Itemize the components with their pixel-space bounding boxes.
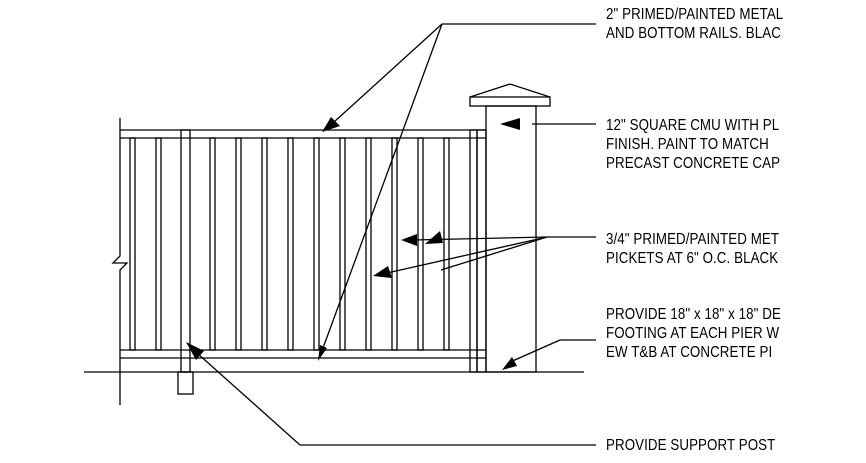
note-line: PICKETS AT 6" O.C. BLACK [606, 250, 779, 267]
note-line: EW T&B AT CONCRETE PI [606, 344, 773, 361]
note-line: PROVIDE SUPPORT POST [606, 437, 776, 454]
note-line: 3/4" PRIMED/PAINTED MET [606, 231, 780, 248]
note-line: PROVIDE 18" x 18" x 18" DE [606, 306, 781, 323]
note-line: FOOTING AT EACH PIER W [606, 325, 780, 342]
note-top-bottom-rails: 2" PRIMED/PAINTED METAL AND BOTTOM RAILS… [606, 5, 783, 43]
arrowheads [186, 117, 520, 370]
cmu-pier [469, 83, 551, 373]
note-line: 2" PRIMED/PAINTED METAL [606, 6, 784, 23]
note-line: PRECAST CONCRETE CAP [606, 155, 781, 172]
top-rail [120, 129, 486, 139]
note-support-post: PROVIDE SUPPORT POST [606, 436, 775, 455]
note-pickets: 3/4" PRIMED/PAINTED MET PICKETS AT 6" O.… [606, 230, 779, 268]
support-post [177, 129, 194, 395]
bottom-rail [120, 349, 486, 359]
leader-lines [300, 23, 596, 446]
note-line: AND BOTTOM RAILS. BLAC [606, 25, 781, 42]
note-cmu-pier: 12" SQUARE CMU WITH PL FINISH. PAINT TO … [606, 116, 780, 173]
pickets [129, 137, 450, 351]
break-line [111, 118, 129, 405]
note-footing: PROVIDE 18" x 18" x 18" DE FOOTING AT EA… [606, 305, 781, 362]
note-line: FINISH. PAINT TO MATCH [606, 136, 769, 153]
note-line: 12" SQUARE CMU WITH PL [606, 117, 780, 134]
